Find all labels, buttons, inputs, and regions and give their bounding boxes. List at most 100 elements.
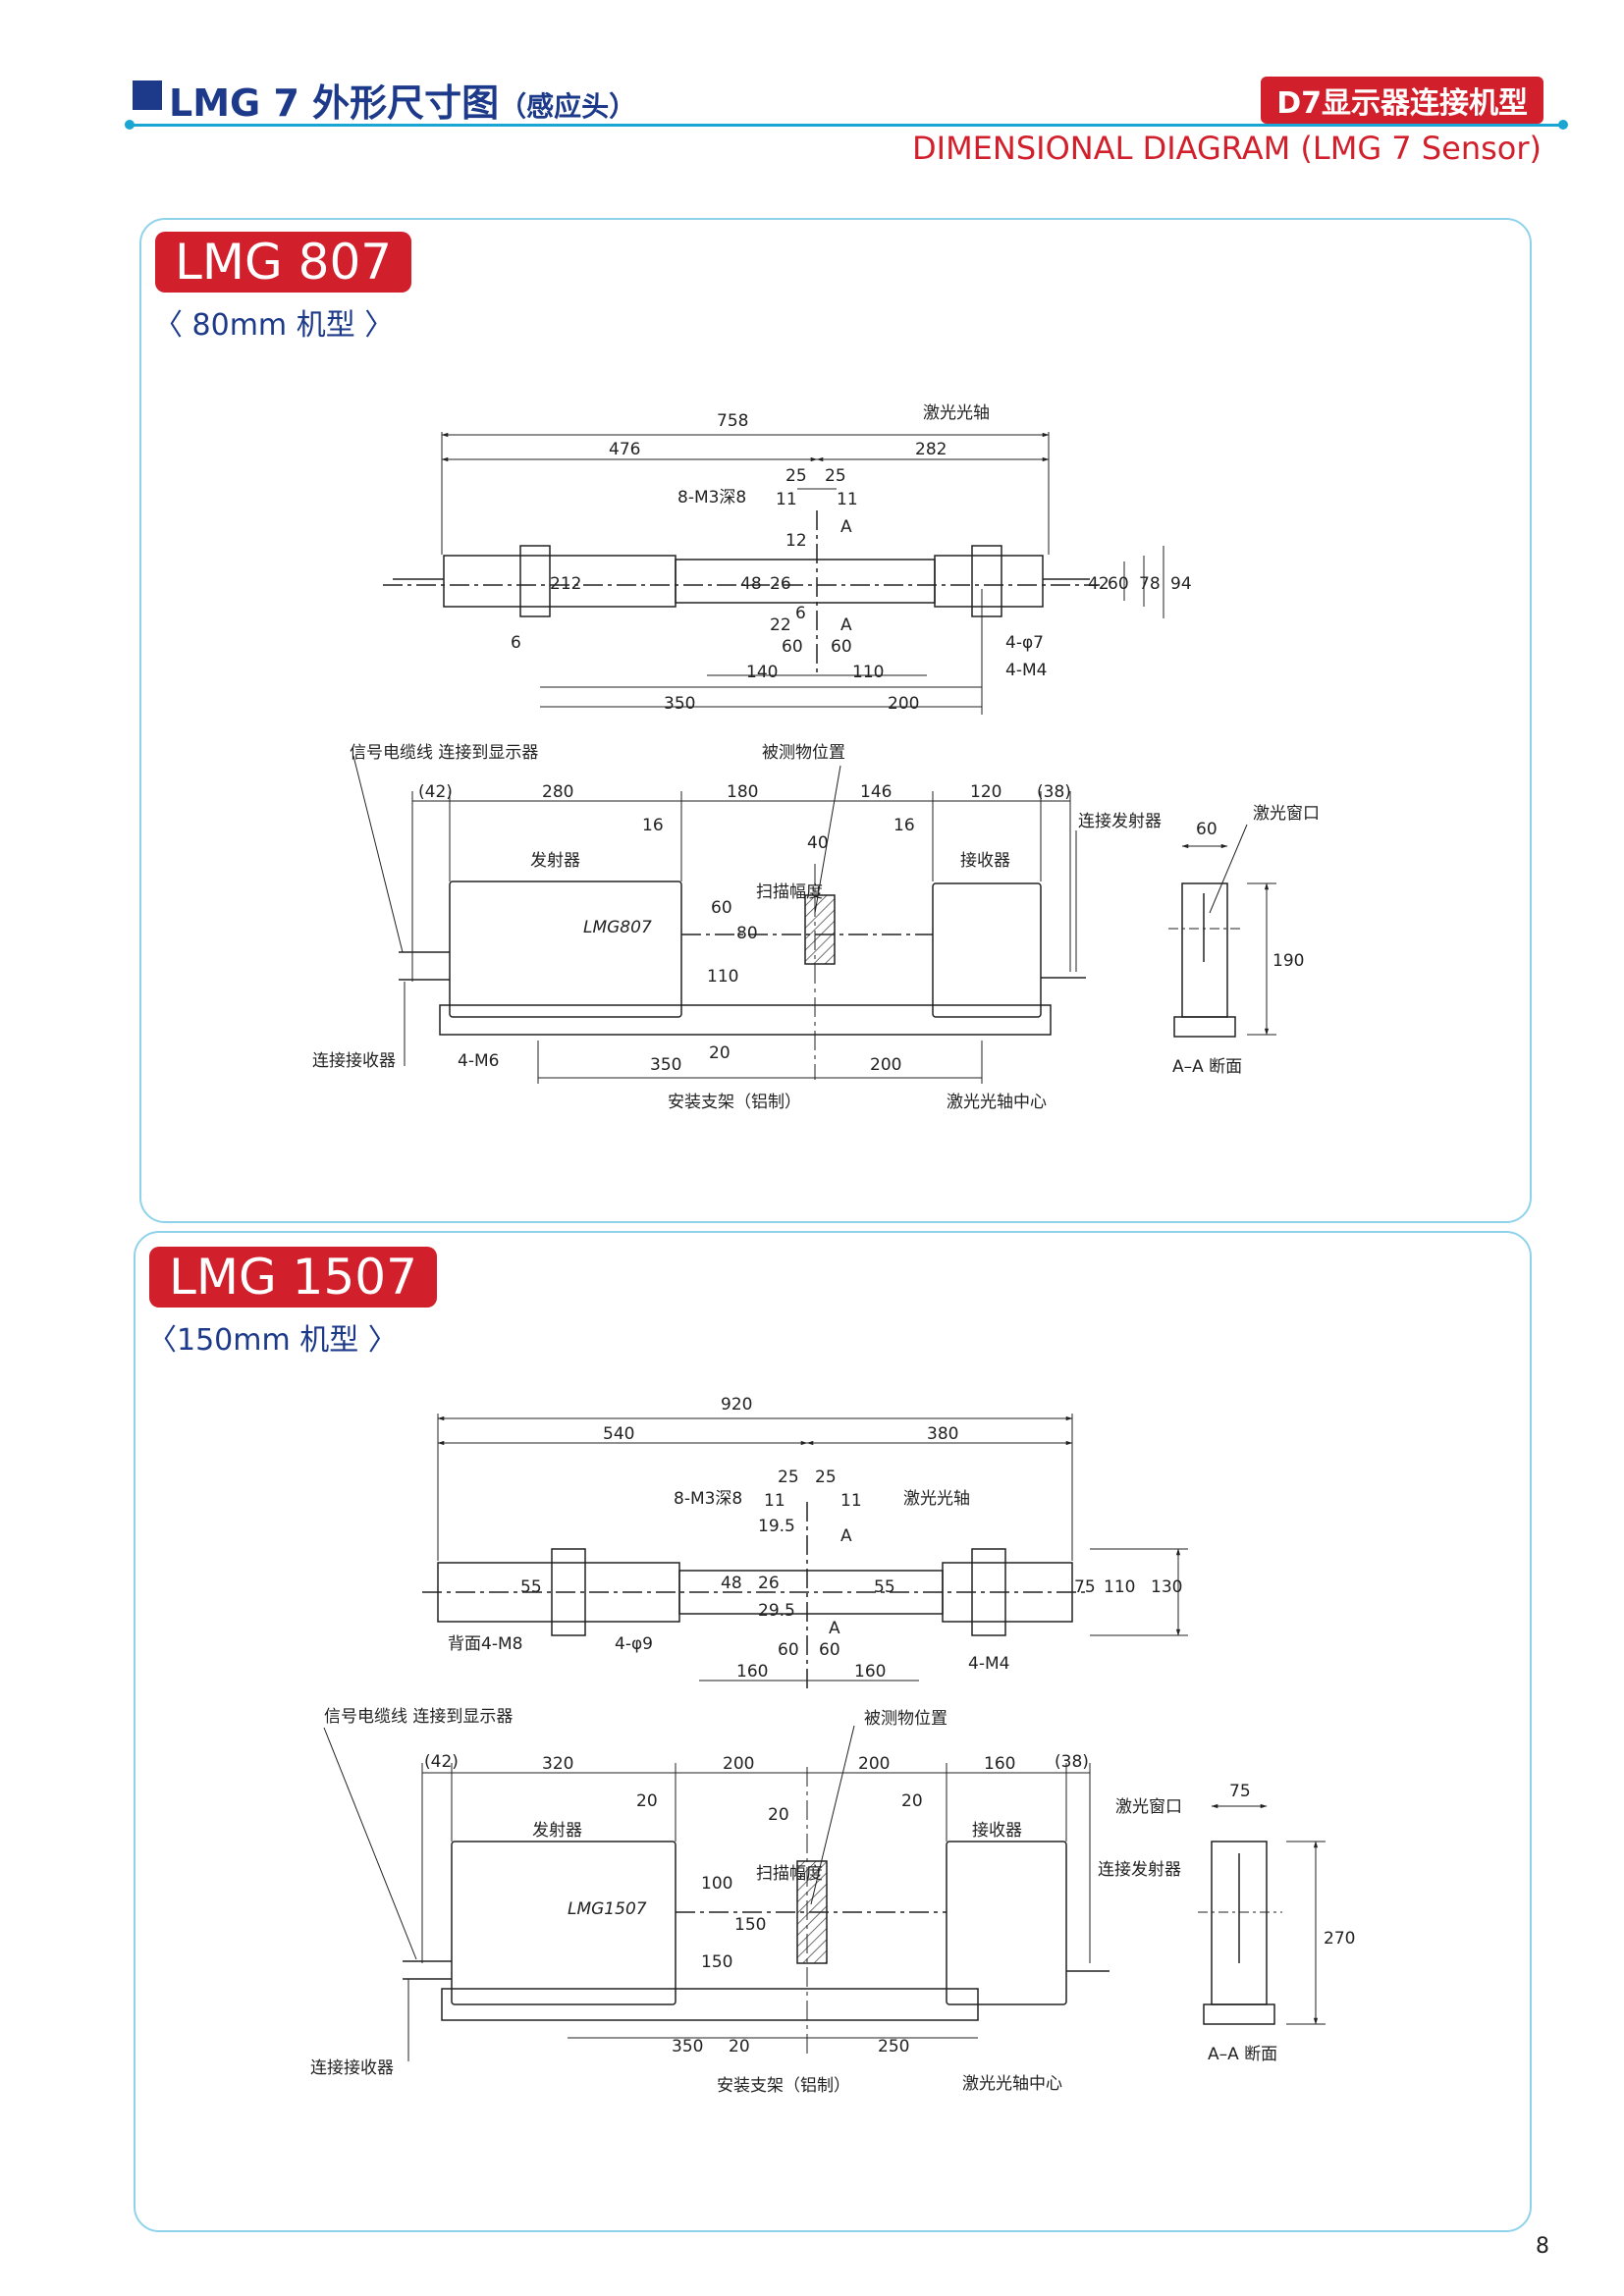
rule-dot-right — [1558, 120, 1568, 130]
lmg1507-top-view — [422, 1414, 1188, 1688]
dim-140: 140 — [746, 663, 778, 682]
dim-120: 120 — [970, 782, 1001, 802]
section-a-bottom: A — [840, 615, 852, 635]
dim-200a: 200 — [723, 1754, 754, 1774]
dim-110: 110 — [707, 967, 738, 987]
cable-label-1507: 信号电缆线 连接到显示器 — [324, 1707, 513, 1727]
brand-label: LMG807 — [583, 918, 652, 937]
dim-80: 80 — [736, 924, 758, 943]
dim-25a-1507: 25 — [778, 1468, 799, 1487]
m6-label: 4-M6 — [458, 1051, 499, 1071]
dim-11b-1507: 11 — [840, 1491, 862, 1511]
dim-920: 920 — [721, 1395, 752, 1415]
target-label: 被测物位置 — [762, 743, 845, 763]
dim-25b: 25 — [825, 466, 846, 486]
dim-350-1507: 350 — [672, 2037, 703, 2056]
window-label: 激光窗口 — [1253, 804, 1320, 824]
title-square-icon — [133, 80, 162, 110]
dim-6: 6 — [511, 633, 521, 653]
bracket-label: 安装支架（铝制） — [668, 1093, 801, 1112]
dim-19-5: 19.5 — [758, 1517, 795, 1536]
lmg807-side-labels: 信号电缆线 连接到显示器 被测物位置 (42) 280 180 146 120 … — [312, 743, 1162, 1112]
dim-60a: 60 — [782, 637, 803, 657]
header-rule — [128, 124, 1563, 127]
laser-axis-label-1507: 激光光轴 — [903, 1489, 970, 1509]
title-sub: （感应头） — [499, 90, 637, 123]
dim-200b: 200 — [858, 1754, 890, 1774]
dim-476: 476 — [609, 440, 640, 459]
section-a-top: A — [840, 517, 852, 537]
section-a-top-1507: A — [840, 1526, 852, 1546]
section-label-1507: A–A 断面 — [1208, 2045, 1277, 2064]
dim-20c: 20 — [901, 1791, 923, 1811]
section-label: A–A 断面 — [1172, 1057, 1242, 1077]
thread-m4-1507: 4-M4 — [968, 1654, 1009, 1674]
dim-11a-1507: 11 — [764, 1491, 785, 1511]
dim-380: 380 — [927, 1424, 958, 1444]
page-title: LMG 7 外形尺寸图（感应头） — [169, 73, 636, 127]
dim-540: 540 — [603, 1424, 634, 1444]
lmg1507-section-labels: 75 270 A–A 断面 — [1208, 1782, 1355, 2064]
dim-75-section: 75 — [1229, 1782, 1251, 1801]
page-header: LMG 7 外形尺寸图（感应头） D7显示器连接机型 — [125, 71, 1568, 130]
dim-350-side: 350 — [650, 1055, 681, 1075]
dim-320: 320 — [542, 1754, 573, 1774]
dim-16a: 16 — [642, 816, 664, 835]
panel-lmg1507 — [134, 1231, 1532, 2232]
dim-60h: 60 — [1108, 574, 1129, 594]
section-base-1507 — [1203, 2003, 1275, 2025]
receiver-bracket-top — [971, 545, 1002, 617]
lmg1507-top-labels: 920 540 380 25 25 11 11 8-M3深8 激光光轴 A A … — [448, 1395, 1182, 1682]
dim-150b: 150 — [701, 1952, 732, 1972]
receiver-housing-1507 — [946, 1841, 1067, 2005]
receiver-label-1507: 接收器 — [972, 1821, 1022, 1841]
dim-55a: 55 — [520, 1577, 542, 1597]
target-area — [804, 894, 836, 965]
mounting-bracket-1507 — [441, 1988, 979, 2021]
dim-180: 180 — [727, 782, 758, 802]
dim-16b: 16 — [893, 816, 915, 835]
dim-78: 78 — [1139, 574, 1161, 594]
lmg807-section-labels: 激光窗口 60 190 A–A 断面 — [1172, 804, 1320, 1077]
dim-20b: 20 — [768, 1805, 789, 1825]
header-badge: D7显示器连接机型 — [1261, 77, 1543, 124]
lmg807-side-view — [352, 755, 1086, 1084]
conn-receiver-label-1507: 连接接收器 — [310, 2058, 394, 2078]
axis-center-label-1507: 激光光轴中心 — [962, 2074, 1062, 2094]
conn-receiver-label: 连接接收器 — [312, 1051, 396, 1071]
dim-11a: 11 — [776, 490, 797, 509]
dim-60: 60 — [711, 898, 732, 918]
dim-20a: 20 — [636, 1791, 658, 1811]
emitter-label-1507: 发射器 — [532, 1821, 582, 1841]
holes-phi9: 4-φ9 — [615, 1634, 653, 1654]
dim-25a: 25 — [785, 466, 807, 486]
dim-22: 22 — [770, 615, 791, 635]
dim-48: 48 — [740, 574, 762, 594]
conn-emitter-label: 连接发射器 — [1078, 812, 1162, 831]
model-size-lmg1507: 〈150mm 机型 〉 — [147, 1323, 398, 1358]
dim-26-1507: 26 — [758, 1574, 780, 1593]
dim-40: 40 — [807, 833, 829, 853]
emitter-housing — [449, 881, 682, 1018]
dim-280: 280 — [542, 782, 573, 802]
lmg807-top-labels: 758 476 282 25 25 11 11 8-M3深8 激光光轴 A A … — [511, 403, 1192, 714]
page-number: 8 — [1536, 2234, 1549, 2259]
dim-60-section: 60 — [1196, 820, 1218, 839]
lmg1507-section-aa — [1198, 1803, 1326, 2025]
receiver-label: 接收器 — [960, 851, 1010, 871]
dim-160: 160 — [984, 1754, 1015, 1774]
emitter-housing-1507 — [451, 1841, 677, 2005]
dim-60b: 60 — [831, 637, 852, 657]
mounting-bracket — [439, 1004, 1052, 1036]
dim-42p-1507: (42) — [424, 1752, 459, 1772]
dim-55b: 55 — [874, 1577, 895, 1597]
center-plate-top — [675, 559, 936, 604]
title-main: LMG 7 外形尺寸图 — [169, 81, 500, 125]
dim-212: 212 — [550, 574, 581, 594]
bracket-label-1507: 安装支架（铝制） — [717, 2076, 850, 2096]
dim-190: 190 — [1272, 951, 1304, 971]
dim-60b-1507: 60 — [819, 1640, 840, 1660]
section-body — [1181, 882, 1228, 1018]
emitter-label: 发射器 — [530, 851, 580, 871]
cable-label: 信号电缆线 连接到显示器 — [350, 743, 538, 763]
